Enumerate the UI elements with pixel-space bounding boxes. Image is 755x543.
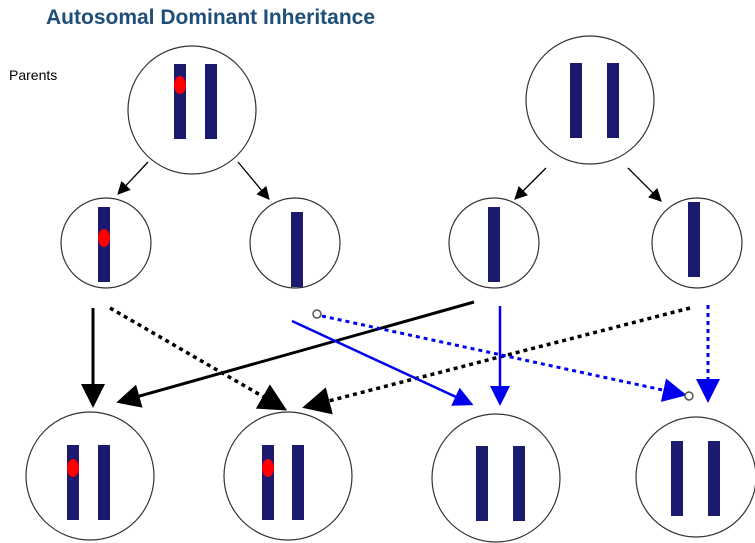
parent-cell-affected	[127, 45, 257, 175]
chromosome-normal	[570, 63, 582, 138]
gamete-cell-normal-2	[448, 197, 540, 289]
connector-dot	[684, 391, 694, 401]
meiosis-arrow	[627, 167, 662, 202]
offspring-cell-4-unaffected	[635, 416, 755, 538]
gamete-cell-affected	[60, 197, 152, 289]
dominant-allele-marker	[262, 459, 274, 477]
dominant-allele-marker	[174, 76, 186, 94]
dotted-black-arrow	[109, 306, 288, 411]
gamete-cell-normal-1	[249, 197, 341, 289]
page-title: Autosomal Dominant Inheritance	[46, 6, 376, 29]
chromosome-normal	[607, 63, 619, 138]
dotted-blue-arrow	[321, 314, 687, 402]
gamete-cell-normal-3	[651, 197, 743, 289]
dominant-allele-marker	[98, 229, 110, 247]
offspring-cell-1-affected	[25, 411, 155, 541]
meiosis-arrow	[237, 161, 270, 200]
chromosome-with-dominant-allele	[174, 64, 186, 139]
solid-black-arrow	[116, 300, 475, 408]
solid-blue-arrow	[291, 319, 474, 406]
parents-label: Parents	[9, 67, 58, 83]
meiosis-arrow	[117, 161, 149, 195]
dotted-black-arrow	[302, 306, 691, 415]
connector-dot	[312, 309, 322, 319]
meiosis-arrow	[514, 167, 547, 200]
offspring-cell-3-unaffected	[431, 413, 561, 543]
parent-cell-unaffected	[525, 35, 655, 165]
chromosome-normal	[205, 64, 217, 139]
dominant-allele-marker	[67, 459, 79, 477]
offspring-cell-2-affected	[223, 411, 353, 541]
